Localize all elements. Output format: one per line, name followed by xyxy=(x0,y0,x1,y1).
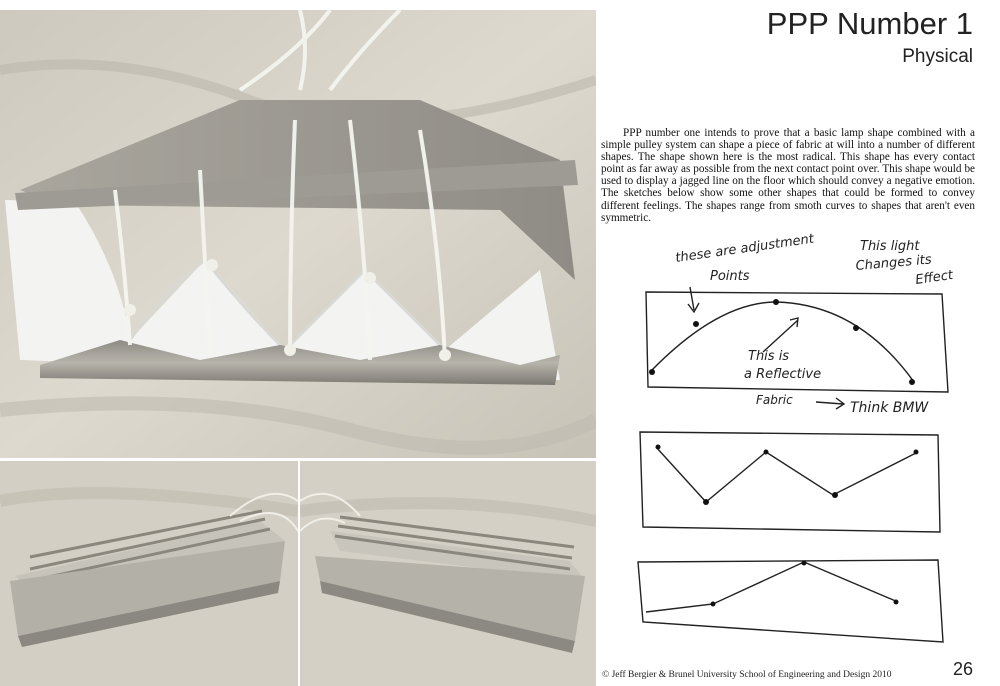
copyright-footer: © Jeff Bergier & Brunel University Schoo… xyxy=(602,670,892,680)
prototype-side-photo-right xyxy=(300,461,596,686)
sketch-frame-2 xyxy=(639,431,941,533)
note-fabric: Fabric xyxy=(756,393,793,407)
prototype-main-photo xyxy=(0,10,596,458)
note-adjustment-line2: Points xyxy=(710,269,750,284)
note-reflective-line1: This is xyxy=(748,349,789,364)
note-light-line3: Effect xyxy=(914,268,954,288)
page-subtitle: Physical xyxy=(902,46,973,67)
prototype-side-photo-left xyxy=(0,461,298,686)
note-adjustment-line1: these are adjustment xyxy=(674,232,815,266)
note-reflective-line2: a Reflective xyxy=(744,367,821,382)
sketch-frame-3 xyxy=(637,559,944,643)
sketch-asymmetric xyxy=(645,561,899,613)
sketch-zigzag xyxy=(655,446,919,503)
note-light-line2: Changes its xyxy=(855,252,932,274)
note-think: Think BMW xyxy=(850,400,929,416)
page-number: 26 xyxy=(952,659,973,679)
page-title: PPP Number 1 xyxy=(766,6,973,41)
note-light-line1: This light xyxy=(860,239,920,254)
sketch-frame-1 xyxy=(645,291,949,393)
sketch-area: these are adjustment Points This light C… xyxy=(598,232,1000,660)
description-paragraph: PPP number one intends to prove that a b… xyxy=(601,127,975,224)
